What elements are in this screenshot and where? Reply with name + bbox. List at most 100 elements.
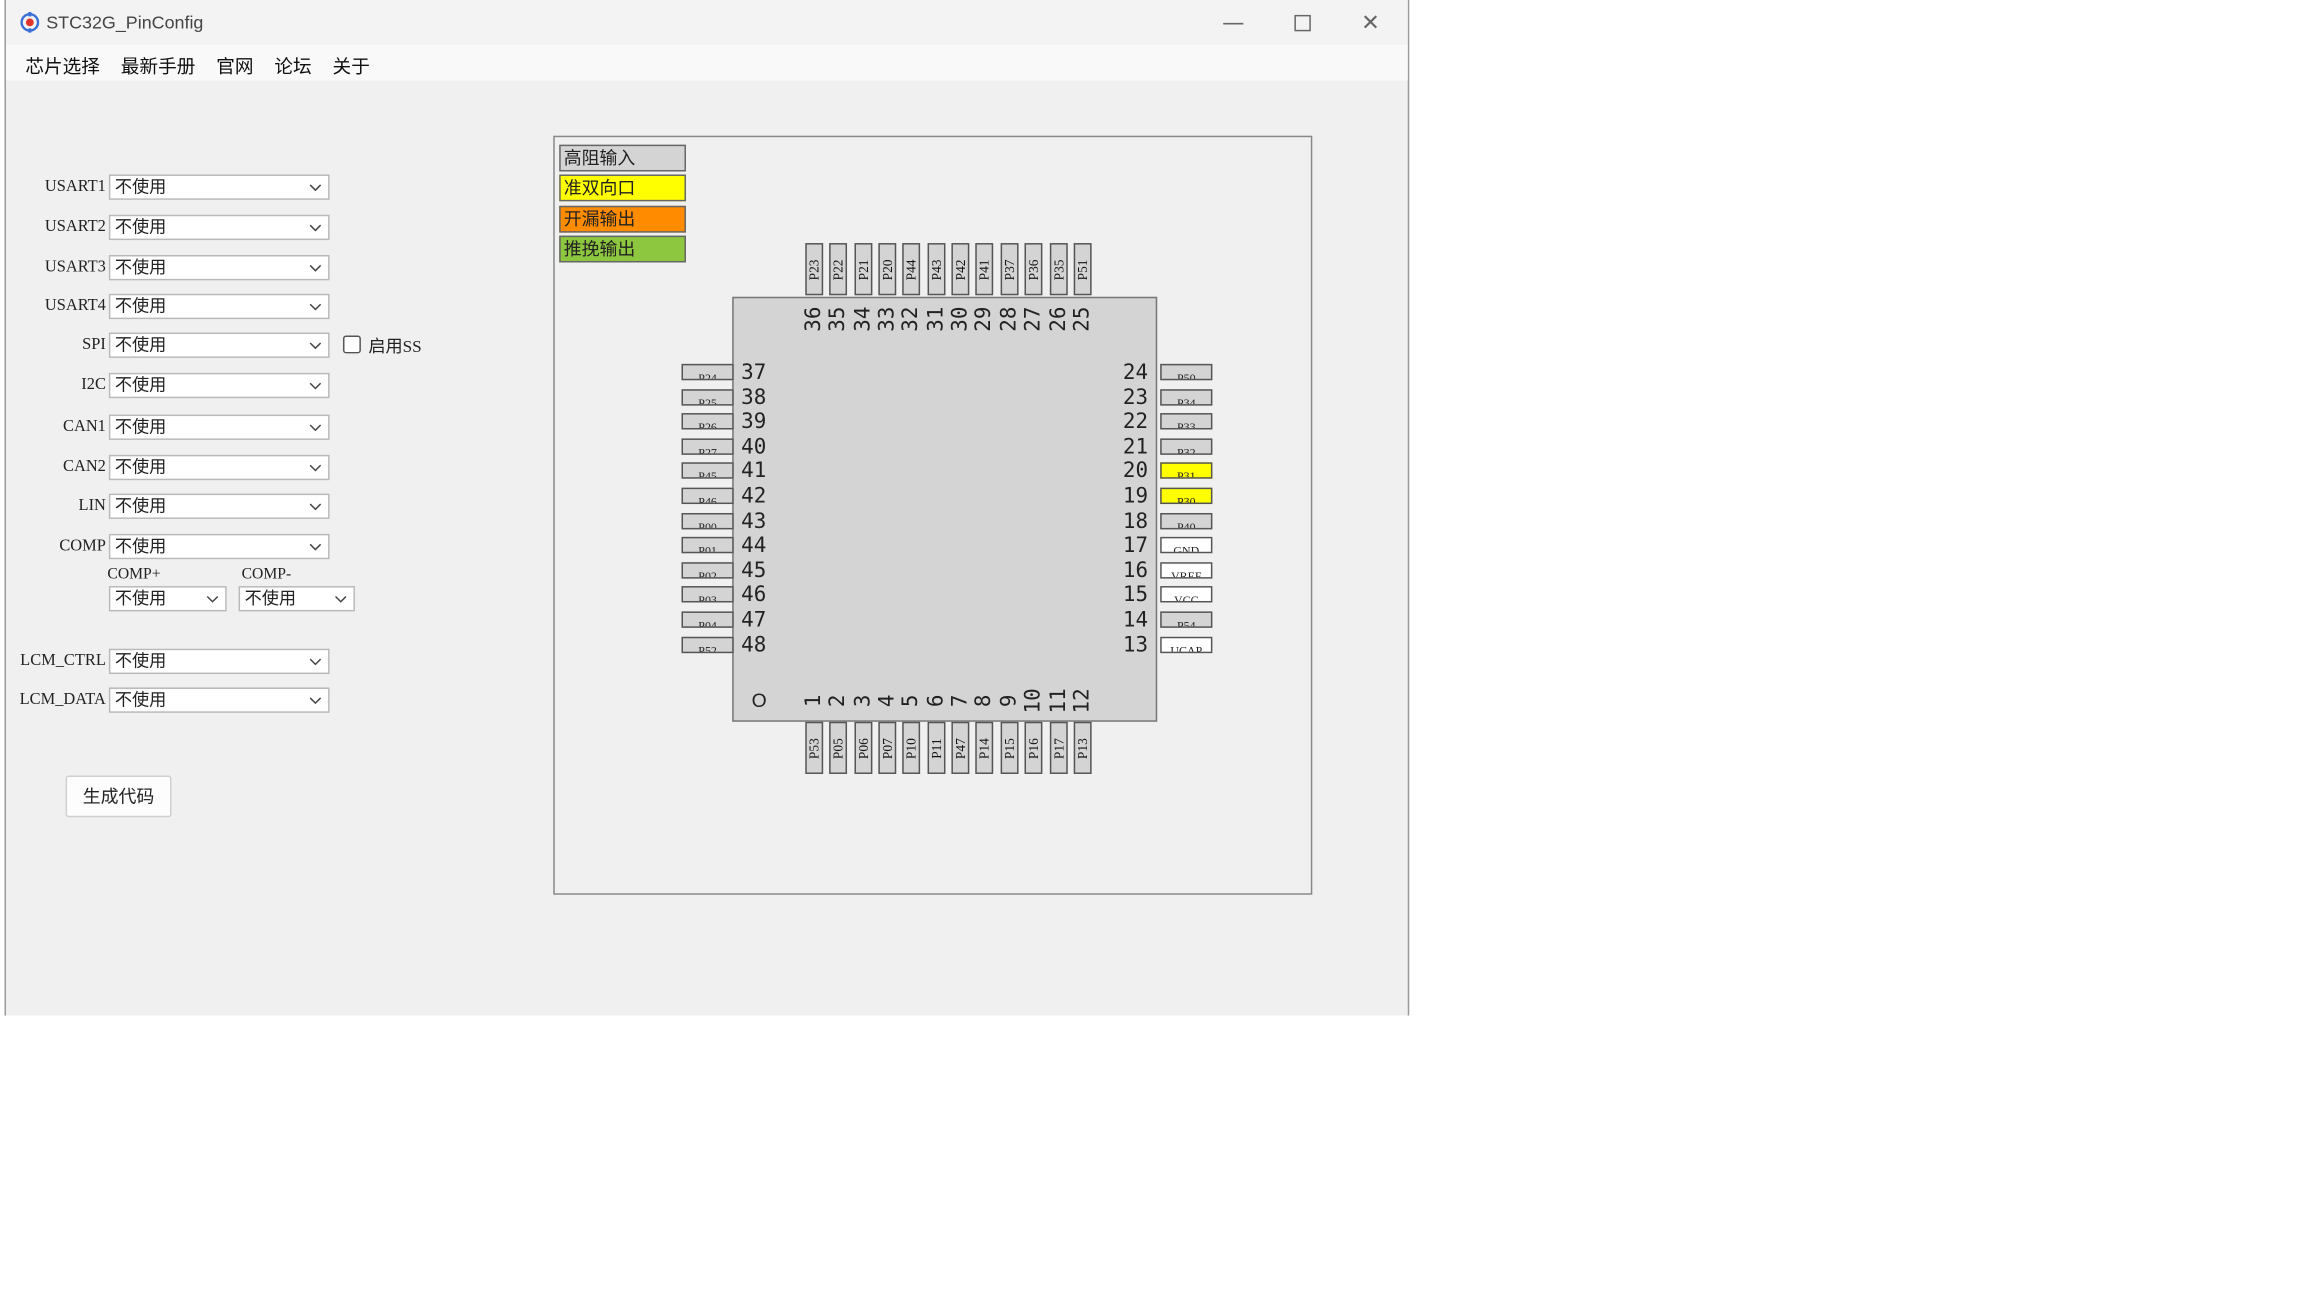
menu-about[interactable]: 关于 bbox=[332, 55, 370, 78]
pin-box[interactable]: P07 bbox=[878, 721, 897, 774]
pin-box[interactable]: P37 bbox=[1000, 243, 1019, 296]
pin-box[interactable]: P43 bbox=[927, 243, 946, 296]
spi-select[interactable]: 不使用 bbox=[108, 332, 330, 358]
pin-box[interactable]: P35 bbox=[1049, 243, 1067, 296]
can1-select[interactable]: 不使用 bbox=[108, 414, 330, 440]
pin-box[interactable]: P01 bbox=[681, 537, 734, 554]
chevron-down-icon bbox=[335, 595, 347, 603]
pin-number: 44 bbox=[741, 534, 767, 559]
pin-box[interactable]: P32 bbox=[1160, 438, 1213, 455]
pin-box[interactable]: P30 bbox=[1160, 487, 1213, 505]
comp-select[interactable]: 不使用 bbox=[108, 533, 330, 560]
usart1-select[interactable]: 不使用 bbox=[108, 174, 330, 200]
pin-box[interactable]: P44 bbox=[902, 243, 921, 296]
spi-label: SPI bbox=[82, 335, 106, 354]
pin-box[interactable]: P03 bbox=[681, 586, 734, 604]
pin-box[interactable]: P02 bbox=[681, 561, 734, 579]
menu-latest-manual[interactable]: 最新手册 bbox=[120, 55, 196, 78]
pin-name: P21 bbox=[855, 258, 871, 280]
pin-name: P11 bbox=[928, 737, 944, 759]
pin-box[interactable]: P06 bbox=[854, 721, 872, 774]
pin1-marker: O bbox=[751, 688, 767, 712]
comp-plus-select[interactable]: 不使用 bbox=[108, 586, 227, 612]
pin-box[interactable]: P33 bbox=[1160, 413, 1213, 430]
pin-box[interactable]: P45 bbox=[681, 462, 734, 480]
minimize-button[interactable]: — bbox=[1199, 0, 1268, 45]
pin-box[interactable]: P41 bbox=[975, 243, 994, 296]
pin-box[interactable]: P31 bbox=[1160, 462, 1213, 480]
pin-number: 43 bbox=[741, 509, 767, 534]
minimize-icon: — bbox=[1222, 8, 1245, 36]
pin-box[interactable]: P27 bbox=[681, 438, 734, 455]
can2-select[interactable]: 不使用 bbox=[108, 454, 330, 481]
pin-box[interactable]: GND bbox=[1160, 537, 1213, 554]
pin-number: 34 bbox=[851, 306, 875, 332]
pin-box[interactable]: P05 bbox=[829, 721, 848, 774]
can2-label: CAN2 bbox=[63, 457, 106, 476]
pin-box[interactable]: P26 bbox=[681, 413, 734, 430]
legend-item: 高阻输入 bbox=[559, 144, 686, 172]
lcm-data-select[interactable]: 不使用 bbox=[108, 687, 330, 713]
pin-number: 45 bbox=[741, 558, 767, 583]
pin-number: 12 bbox=[1070, 688, 1095, 714]
lin-select[interactable]: 不使用 bbox=[108, 493, 330, 519]
pin-number: 7 bbox=[948, 694, 973, 708]
pin-box[interactable]: P10 bbox=[902, 721, 921, 774]
menu-forum[interactable]: 论坛 bbox=[274, 55, 312, 78]
pin-box[interactable]: P52 bbox=[681, 636, 734, 653]
pin-number: 38 bbox=[741, 385, 767, 410]
i2c-select[interactable]: 不使用 bbox=[108, 372, 330, 399]
pin-box[interactable]: P36 bbox=[1024, 243, 1043, 296]
pin-name: P47 bbox=[953, 737, 968, 759]
maximize-button[interactable] bbox=[1268, 0, 1337, 45]
lcm-ctrl-select-value: 不使用 bbox=[114, 650, 167, 672]
pin-number: 31 bbox=[924, 306, 949, 332]
pin-box[interactable]: VCC bbox=[1160, 586, 1213, 604]
pin-box[interactable]: P20 bbox=[878, 243, 897, 296]
pin-box[interactable]: P22 bbox=[829, 243, 848, 296]
pin-box[interactable]: P40 bbox=[1160, 512, 1213, 529]
pin-box[interactable]: P14 bbox=[975, 721, 994, 774]
usart2-select[interactable]: 不使用 bbox=[108, 214, 330, 241]
pin-number: 30 bbox=[948, 306, 973, 332]
pin-box[interactable]: UCAP bbox=[1160, 636, 1213, 653]
pin-box[interactable]: P11 bbox=[927, 721, 946, 774]
menu-chip-select[interactable]: 芯片选择 bbox=[25, 55, 100, 78]
usart3-select[interactable]: 不使用 bbox=[108, 255, 330, 281]
pin-box[interactable]: P04 bbox=[681, 611, 734, 628]
pin-box[interactable]: P21 bbox=[854, 243, 872, 296]
pin-box[interactable]: P17 bbox=[1049, 721, 1067, 774]
chevron-down-icon bbox=[309, 382, 322, 390]
chevron-down-icon bbox=[309, 697, 322, 705]
pin-box[interactable]: P24 bbox=[681, 363, 734, 381]
pin-box[interactable]: P42 bbox=[951, 243, 970, 296]
pin-box[interactable]: P00 bbox=[681, 512, 734, 529]
pin-number: 25 bbox=[1070, 306, 1095, 332]
close-button[interactable]: ✕ bbox=[1336, 0, 1405, 45]
lcm-ctrl-select[interactable]: 不使用 bbox=[108, 648, 330, 675]
pin-box[interactable]: P16 bbox=[1024, 721, 1043, 774]
pin-box[interactable]: P53 bbox=[805, 721, 824, 774]
close-icon: ✕ bbox=[1361, 8, 1380, 36]
pin-box[interactable]: P47 bbox=[951, 721, 970, 774]
comp-minus-select[interactable]: 不使用 bbox=[238, 586, 355, 612]
pin-box[interactable]: P13 bbox=[1073, 721, 1092, 774]
pin-number: 21 bbox=[1122, 435, 1149, 460]
pin-number: 47 bbox=[741, 608, 767, 633]
usart4-select[interactable]: 不使用 bbox=[108, 293, 330, 320]
pin-box[interactable]: P54 bbox=[1160, 611, 1213, 628]
pin-number: 28 bbox=[997, 306, 1022, 332]
pin-number: 22 bbox=[1122, 410, 1149, 435]
menu-website[interactable]: 官网 bbox=[216, 55, 254, 78]
pin-box[interactable]: P50 bbox=[1160, 363, 1213, 381]
pin-box[interactable]: P34 bbox=[1160, 388, 1213, 406]
pin-box[interactable]: P51 bbox=[1073, 243, 1092, 296]
pin-box[interactable]: P46 bbox=[681, 487, 734, 505]
pin-box[interactable]: P25 bbox=[681, 388, 734, 406]
generate-code-button[interactable]: 生成代码 bbox=[65, 775, 172, 818]
pin-box[interactable]: P15 bbox=[1000, 721, 1019, 774]
pin-box[interactable]: VREF bbox=[1160, 561, 1213, 579]
pin-box[interactable]: P23 bbox=[805, 243, 824, 296]
pin-number: 8 bbox=[972, 694, 997, 708]
enable-ss-checkbox[interactable] bbox=[342, 335, 361, 354]
